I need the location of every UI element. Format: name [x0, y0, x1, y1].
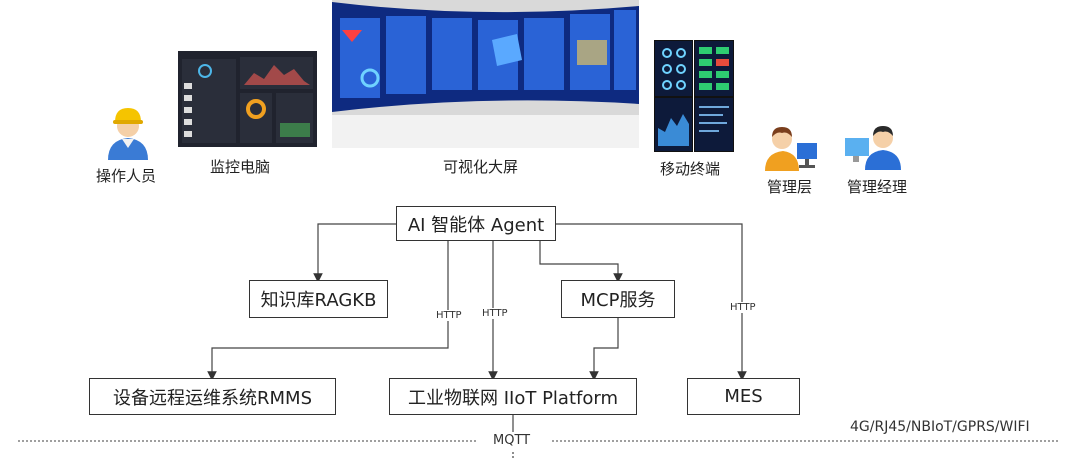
iiot-node[interactable]: 工业物联网 IIoT Platform	[389, 378, 637, 415]
operator-label: 操作人员	[96, 167, 157, 185]
mobile-screen-4	[694, 97, 734, 152]
http-label-mes: HTTP	[728, 302, 758, 313]
management-figure	[763, 125, 819, 171]
edge-agent-rmms	[207, 240, 449, 381]
mobile-screen-1	[654, 40, 693, 97]
http-label-rmms: HTTP	[434, 310, 464, 321]
mcp-node[interactable]: MCP服务	[561, 280, 675, 318]
edge-agent-mcp	[539, 240, 623, 283]
monitor-pc-label: 监控电脑	[210, 158, 271, 176]
mobile-screen-2	[694, 40, 734, 97]
rag-node[interactable]: 知识库RAGKB	[249, 280, 388, 318]
manager-figure	[845, 124, 905, 170]
mes-node[interactable]: MES	[687, 378, 800, 415]
mobile-label: 移动终端	[660, 160, 721, 178]
network-label: 4G/RJ45/NBIoT/GPRS/WIFI	[850, 419, 1030, 435]
rmms-node[interactable]: 设备远程运维系统RMMS	[89, 378, 336, 415]
mqtt-label: MQTT	[493, 433, 531, 448]
big-screen-label: 可视化大屏	[443, 158, 519, 176]
edge-agent-mes	[556, 223, 747, 381]
management-label: 管理层	[767, 178, 813, 196]
edge-agent-rag	[313, 223, 396, 283]
manager-label: 管理经理	[847, 178, 908, 196]
operator-figure	[104, 102, 152, 160]
agent-node[interactable]: AI 智能体 Agent	[396, 206, 556, 241]
monitor-pc-screen	[178, 51, 317, 147]
mobile-screen-3	[654, 97, 693, 152]
edge-mcp-iiot	[589, 316, 619, 381]
http-label-iiot: HTTP	[480, 308, 510, 319]
big-screen-image	[332, 0, 639, 148]
